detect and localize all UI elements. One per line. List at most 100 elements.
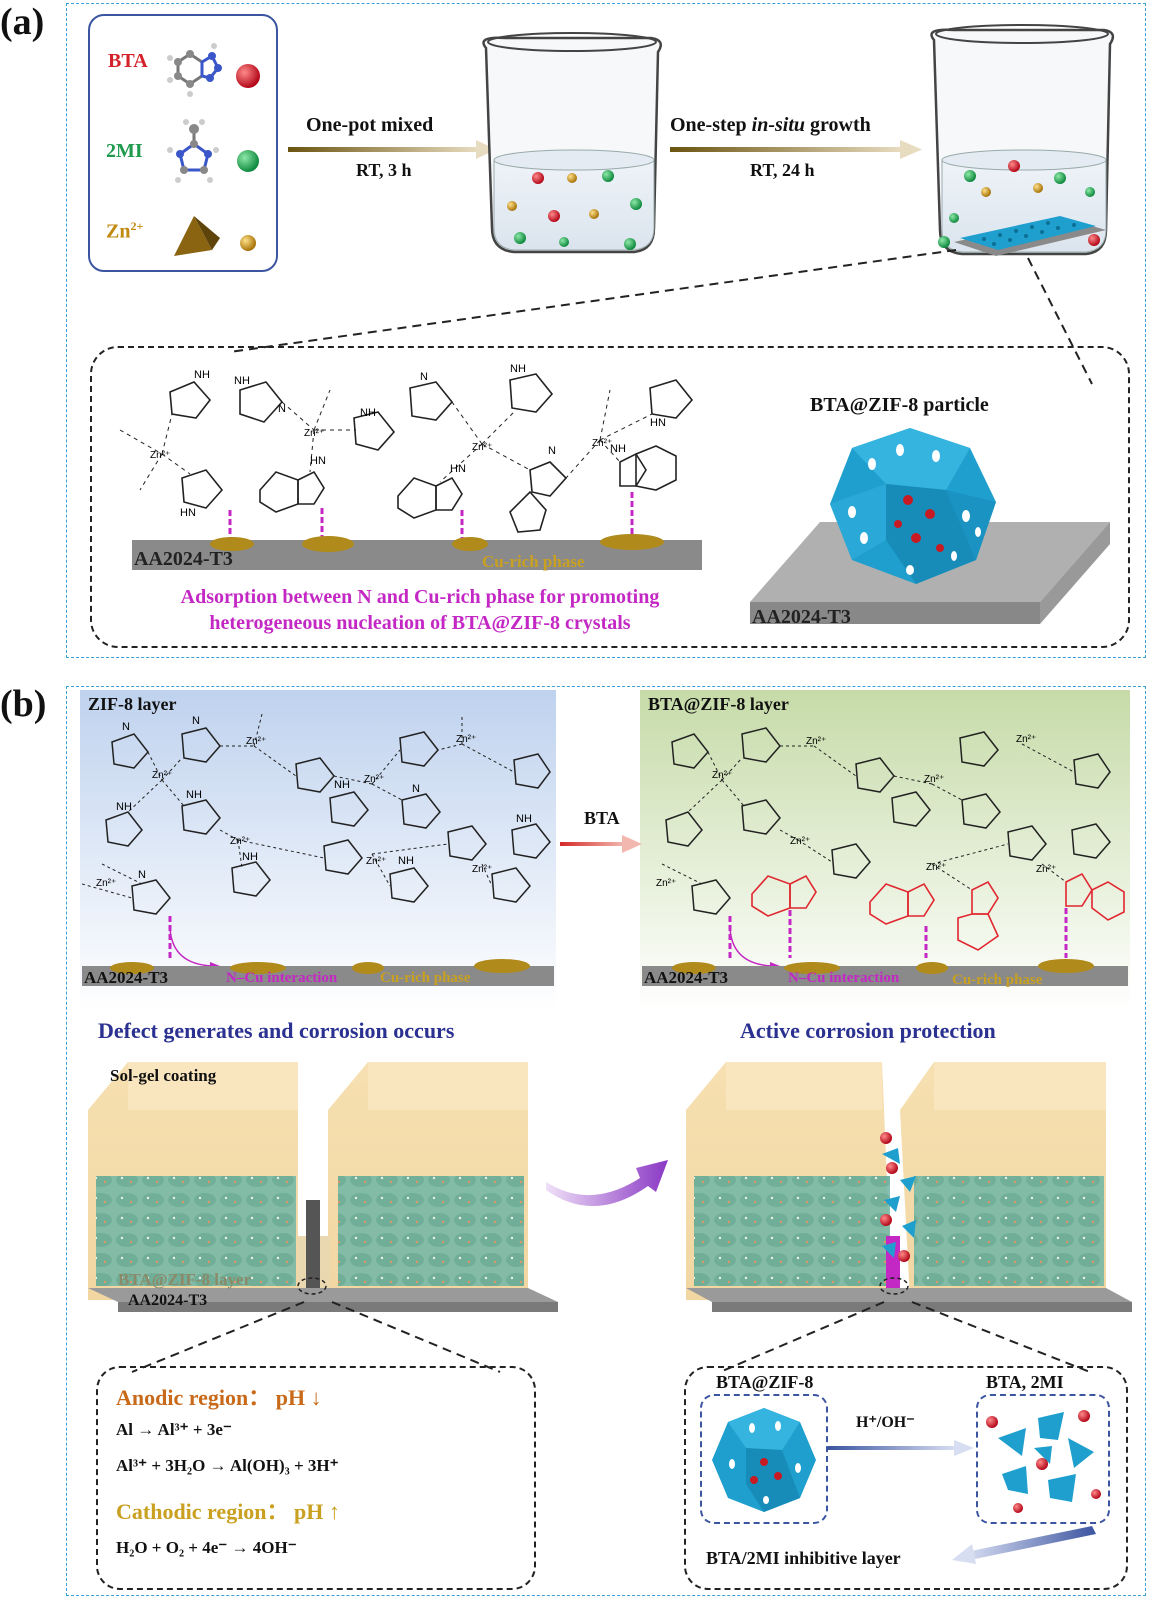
released-species-frame [976, 1394, 1110, 1524]
svg-text:Zn²⁺: Zn²⁺ [790, 836, 810, 847]
panel-a-frame [66, 3, 1146, 658]
2mi-molecule-icon [167, 119, 219, 183]
substrate-bar-b-left [82, 966, 554, 986]
svg-text:Zn²⁺: Zn²⁺ [96, 878, 116, 889]
substrate-label-particle: AA2024-T3 [752, 606, 851, 628]
2mi-sphere-icon [237, 150, 259, 172]
equation-aluminum-oxidation: Al → Al³⁺ + 3e⁻ [116, 1420, 232, 1439]
step2-condition: RT, 24 h [750, 160, 815, 180]
substrate-bar-b-right [642, 966, 1128, 986]
svg-text:NH: NH [360, 407, 376, 419]
step1-label: One-pot mixed [306, 114, 434, 136]
inhibitive-layer-label: BTA/2MI inhibitive layer [706, 1548, 901, 1568]
svg-text:Zn²⁺: Zn²⁺ [926, 862, 946, 873]
solgel-coating-label: Sol-gel coating [110, 1066, 217, 1085]
ph-release-arrow [828, 1440, 974, 1456]
svg-text:Zn²⁺: Zn²⁺ [456, 734, 476, 745]
released-species-label: BTA, 2MI [986, 1372, 1064, 1392]
cu-rich-deposits-a [210, 534, 664, 552]
svg-text:HN: HN [310, 455, 326, 467]
protection-curved-arrow [546, 1160, 668, 1207]
zif8-layer-panel [80, 690, 556, 1010]
legend-spheres [236, 64, 260, 251]
cu-rich-phase-label-b-right: Cu-rich phase [952, 972, 1043, 988]
legend-zn-label: Zn2+ [106, 219, 144, 243]
svg-text:NH: NH [510, 363, 526, 375]
bta-conversion-arrow [560, 835, 642, 853]
nucleation-detail-box [90, 346, 1130, 648]
cu-rich-phase-label-a: Cu-rich phase [482, 552, 585, 571]
svg-text:Zn²⁺: Zn²⁺ [472, 442, 492, 453]
bta-zif8-network-sketch: Zn²⁺Zn²⁺Zn²⁺ Zn²⁺Zn²⁺Zn²⁺ Zn²⁺Zn²⁺ [656, 727, 1125, 970]
equation-aluminum-hydrolysis: Al³⁺ + 3H₂O → Al(OH)₃ + 3H⁺ [116, 1456, 339, 1475]
step2-label: One-step in-situ growth [670, 114, 871, 136]
svg-text:Zn²⁺: Zn²⁺ [246, 736, 266, 747]
zoom-guide-lines [229, 249, 1093, 385]
svg-text:Zn²⁺: Zn²⁺ [364, 774, 384, 785]
zif8-layer-label: ZIF-8 layer [88, 694, 177, 714]
svg-text:NH: NH [242, 851, 258, 863]
protection-coating-scene [686, 1062, 1132, 1312]
svg-text:Zn²⁺: Zn²⁺ [230, 836, 250, 847]
svg-text:NH: NH [186, 789, 202, 801]
svg-text:NH: NH [194, 369, 210, 381]
svg-text:Zn²⁺: Zn²⁺ [806, 736, 826, 747]
svg-text:NH: NH [116, 801, 132, 813]
adsorption-caption: Adsorption between N and Cu-rich phase f… [180, 586, 660, 634]
svg-text:Zn²⁺: Zn²⁺ [656, 878, 676, 889]
inhibitive-layer-arrow [952, 1526, 1096, 1564]
zif8-container-frame [700, 1394, 828, 1524]
svg-text:HN: HN [650, 417, 666, 429]
equation-oxygen-reduction: H₂O + O₂ + 4e⁻ → 4OH⁻ [116, 1538, 297, 1557]
svg-text:Zn²⁺: Zn²⁺ [304, 428, 324, 439]
svg-text:Zn²⁺: Zn²⁺ [152, 770, 172, 781]
intact-zif8-particle [712, 1408, 816, 1512]
bta-sphere-icon [236, 64, 260, 88]
inhibitor-release-box [684, 1366, 1128, 1590]
svg-text:HN: HN [180, 507, 196, 519]
svg-text:N: N [122, 721, 130, 733]
corrosion-reactions-box [96, 1366, 536, 1590]
fragmented-zif8-release [986, 1410, 1101, 1513]
svg-text:N: N [278, 403, 286, 415]
zn-tetrahedron-icon [174, 216, 220, 256]
svg-text:N: N [412, 783, 420, 795]
bta-zif8-layer-label: BTA@ZIF-8 layer [648, 694, 789, 714]
panel-b-frame [66, 686, 1146, 1596]
panel-a-letter: (a) [0, 1, 45, 43]
svg-text:N: N [192, 715, 200, 727]
bta-zif8-layer-panel [640, 690, 1130, 1010]
svg-text:Zn²⁺: Zn²⁺ [472, 864, 492, 875]
step2-arrow [670, 140, 922, 159]
reagent-legend: BTA 2MI Zn2+ [88, 14, 278, 272]
zif8-particle-illustration [750, 428, 1110, 624]
step1-arrow [288, 140, 496, 159]
bta-molecule-icon [167, 43, 222, 97]
svg-text:Zn²⁺: Zn²⁺ [1036, 864, 1056, 875]
defect-title: Defect generates and corrosion occurs [98, 1018, 455, 1043]
svg-text:N: N [420, 371, 428, 383]
zif8-container-label: BTA@ZIF-8 [716, 1372, 814, 1392]
svg-text:N: N [548, 445, 556, 457]
legend-2mi-label: 2MI [106, 140, 143, 162]
substrate-label-b-right: AA2024-T3 [644, 968, 729, 987]
svg-text:Zn²⁺: Zn²⁺ [150, 450, 170, 461]
substrate-label-a: AA2024-T3 [134, 548, 233, 570]
svg-text:Zn²⁺: Zn²⁺ [712, 770, 732, 781]
svg-text:Zn²⁺: Zn²⁺ [1016, 734, 1036, 745]
svg-text:NH: NH [516, 813, 532, 825]
beaker-growth [930, 24, 1115, 256]
svg-text:NH: NH [334, 779, 350, 791]
step1-condition: RT, 3 h [356, 160, 412, 180]
cathodic-region-label: Cathodic region： pH ↑ [116, 1499, 340, 1524]
bta-arrow-label: BTA [584, 808, 620, 828]
panel-b-letter: (b) [0, 683, 47, 725]
zoom-guide-lines-b [131, 1301, 1091, 1373]
svg-text:NH: NH [398, 855, 414, 867]
n-cu-interaction-right: N–Cu interaction [788, 970, 900, 986]
svg-text:Zn²⁺: Zn²⁺ [366, 856, 386, 867]
substrate-label-bottom: AA2024-T3 [128, 1292, 208, 1309]
rhombic-dodecahedron [830, 428, 996, 584]
